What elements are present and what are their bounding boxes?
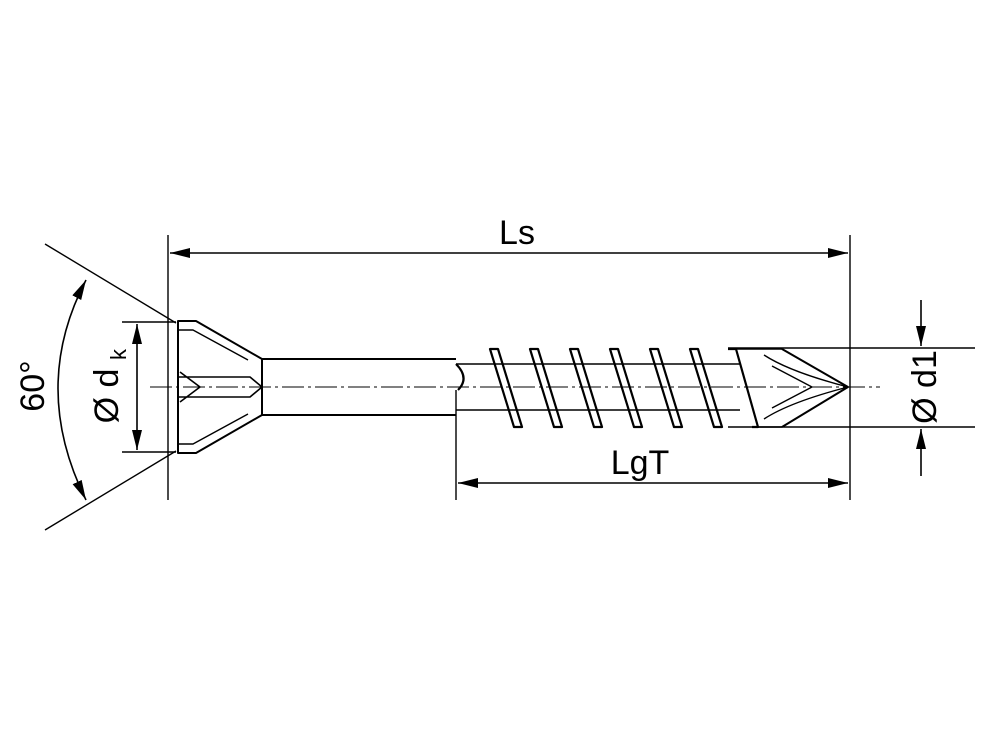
lgt-label: LgT xyxy=(611,444,670,482)
screw-body xyxy=(177,320,849,454)
angle-ref-line-top xyxy=(44,243,177,324)
dimension-lines xyxy=(57,248,926,501)
extension-lines xyxy=(44,235,975,531)
angle-label: 60° xyxy=(14,360,52,411)
angle-arc xyxy=(57,279,87,501)
angle-ref-line-bottom xyxy=(44,450,177,531)
thread-flanks xyxy=(455,347,760,429)
tip-cutting-edges xyxy=(763,354,849,420)
screw-shank xyxy=(262,358,456,416)
head-diameter-subscript: k xyxy=(106,348,131,360)
cross-recess xyxy=(178,371,263,403)
thread-diameter-label: Ø d1 xyxy=(906,350,944,424)
thread-crest xyxy=(728,348,782,428)
screw-tip xyxy=(781,348,849,428)
head-chamfer-lines xyxy=(178,329,249,445)
head-diameter-label-group: Ø d k xyxy=(88,348,131,423)
head-diameter-label: Ø d xyxy=(88,369,126,424)
ls-label: Ls xyxy=(499,214,535,252)
